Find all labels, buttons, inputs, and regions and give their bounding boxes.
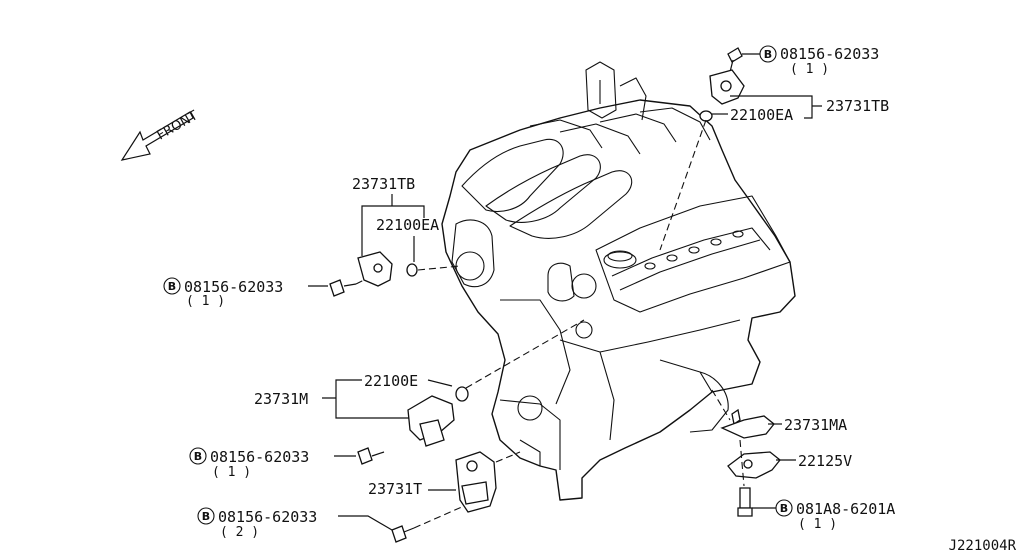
lower-sensor — [455, 451, 497, 513]
svg-text:B: B — [194, 450, 202, 463]
top-bolt-qty: ( 1 ) — [790, 62, 829, 77]
lower-bolt — [391, 525, 415, 543]
mid-bolt-qty: ( 1 ) — [186, 294, 225, 309]
lower-bolt-part-number: 08156-62033 — [218, 508, 317, 526]
top-bolt-callout: B — [742, 45, 777, 63]
top-o-ring — [699, 110, 713, 122]
top-seal-part-number: 22100EA — [730, 106, 793, 124]
mid-o-ring — [406, 263, 418, 277]
top-assy-bracket — [730, 95, 822, 119]
top-assy-part-number: 23731TB — [826, 97, 889, 115]
top-leader-dashed — [659, 119, 707, 251]
mid-cam-position-sensor — [357, 251, 393, 287]
front-arrow-icon — [120, 111, 194, 161]
svg-text:B: B — [764, 48, 772, 61]
crank-sensor-part-number: 23731MA — [784, 416, 847, 434]
crank-position-sensor — [720, 408, 775, 439]
crank-leader-dashed — [711, 389, 731, 421]
lower-leader-dashed — [495, 451, 521, 463]
crank-bolt-callout: B — [752, 499, 793, 517]
bracket-part-number: 22125V — [798, 452, 852, 470]
lower-bolt-leader-dashed — [413, 505, 465, 529]
mid-bolt-part-number: 08156-62033 — [184, 278, 283, 296]
crank-bolt — [737, 487, 753, 517]
cam-bolt — [357, 447, 385, 465]
cam-bolt-callout: B — [189, 447, 356, 465]
mid-bolt-leader-dashed — [355, 279, 365, 285]
mid-bolt — [329, 279, 357, 297]
mid-seal-part-number: 22100EA — [376, 216, 439, 234]
lower-bolt-callout: B — [197, 507, 393, 531]
front-label: FRONT — [155, 108, 201, 143]
cam-bolt-part-number: 08156-62033 — [210, 448, 309, 466]
top-cam-position-sensor — [709, 69, 745, 105]
top-bolt-part-number: 08156-62033 — [780, 45, 879, 63]
lower-bolt-qty: ( 2 ) — [220, 525, 259, 540]
cam-seal-leader — [427, 379, 453, 387]
crank-bracket — [727, 451, 781, 479]
mid-assy-bracket — [361, 194, 425, 256]
cam-assy-part-number: 23731M — [254, 390, 308, 408]
mid-assy-part-number: 23731TB — [352, 175, 415, 193]
crank-bolt-leader-dashed — [739, 439, 745, 487]
top-bolt — [727, 47, 743, 73]
crank-bolt-qty: ( 1 ) — [798, 517, 837, 532]
crank-bolt-part-number: 081A8-6201A — [796, 500, 895, 518]
drawing-code: J221004R — [949, 538, 1017, 554]
cam-o-ring — [455, 386, 469, 402]
mid-leader-dashed — [417, 265, 461, 271]
cam-bolt-qty: ( 1 ) — [212, 465, 251, 480]
lower-sensor-part-number: 23731T — [368, 480, 422, 498]
svg-text:B: B — [168, 280, 176, 293]
cam-seal-part-number: 22100E — [364, 372, 418, 390]
svg-text:B: B — [780, 502, 788, 515]
cam-assy-bracket — [322, 379, 410, 419]
mid-bolt-callout: B — [163, 277, 328, 295]
engine-illustration — [441, 61, 796, 501]
svg-text:B: B — [202, 510, 210, 523]
cam-leader-dashed — [465, 319, 585, 389]
cam-position-sensor — [407, 395, 455, 447]
